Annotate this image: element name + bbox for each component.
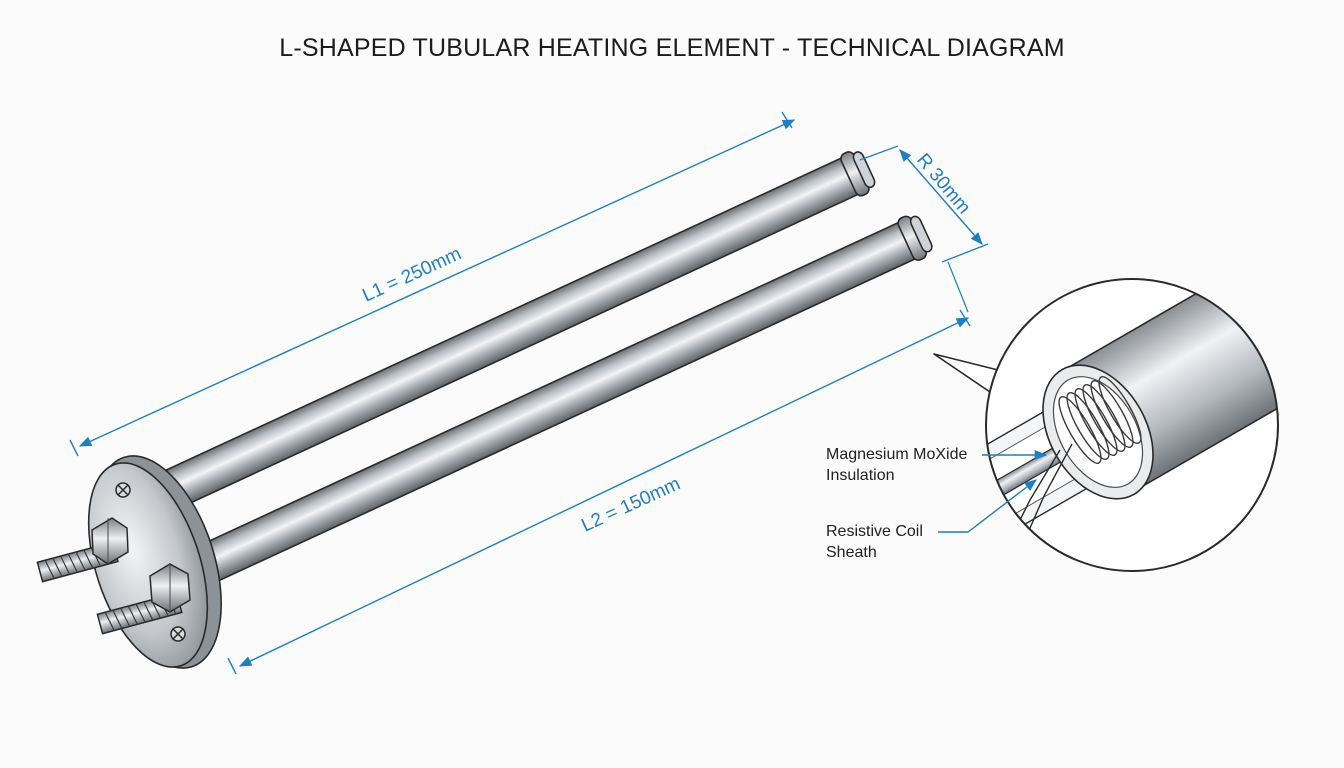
callout-coil-line1: Resistive Coil: [826, 523, 923, 540]
callout-insulation: Magnesium MoXide Insulation: [826, 446, 1048, 484]
upper-tube: [165, 151, 876, 508]
nut-icon: [149, 563, 191, 613]
callout-coil-line2: Sheath: [826, 544, 877, 561]
diagram-title: L-SHAPED TUBULAR HEATING ELEMENT - TECHN…: [279, 34, 1065, 62]
callout-insulation-line2: Insulation: [826, 467, 895, 484]
callout-insulation-line1: Magnesium MoXide: [826, 446, 968, 463]
lower-tube: [195, 215, 933, 585]
screw-icon: [170, 626, 186, 642]
zoom-detail: [933, 278, 1279, 572]
screw-icon: [115, 482, 131, 498]
dimension-l2-label: L2 = 150mm: [578, 473, 683, 536]
dimension-l1: L1 = 250mm: [69, 111, 796, 457]
dimension-radius-label: R 30mm: [912, 150, 974, 218]
dimension-l1-label: L1 = 250mm: [359, 243, 464, 306]
nut-icon: [91, 517, 129, 565]
callout-coil: Resistive Coil Sheath: [826, 479, 1038, 561]
resistive-coil: [1058, 376, 1142, 464]
